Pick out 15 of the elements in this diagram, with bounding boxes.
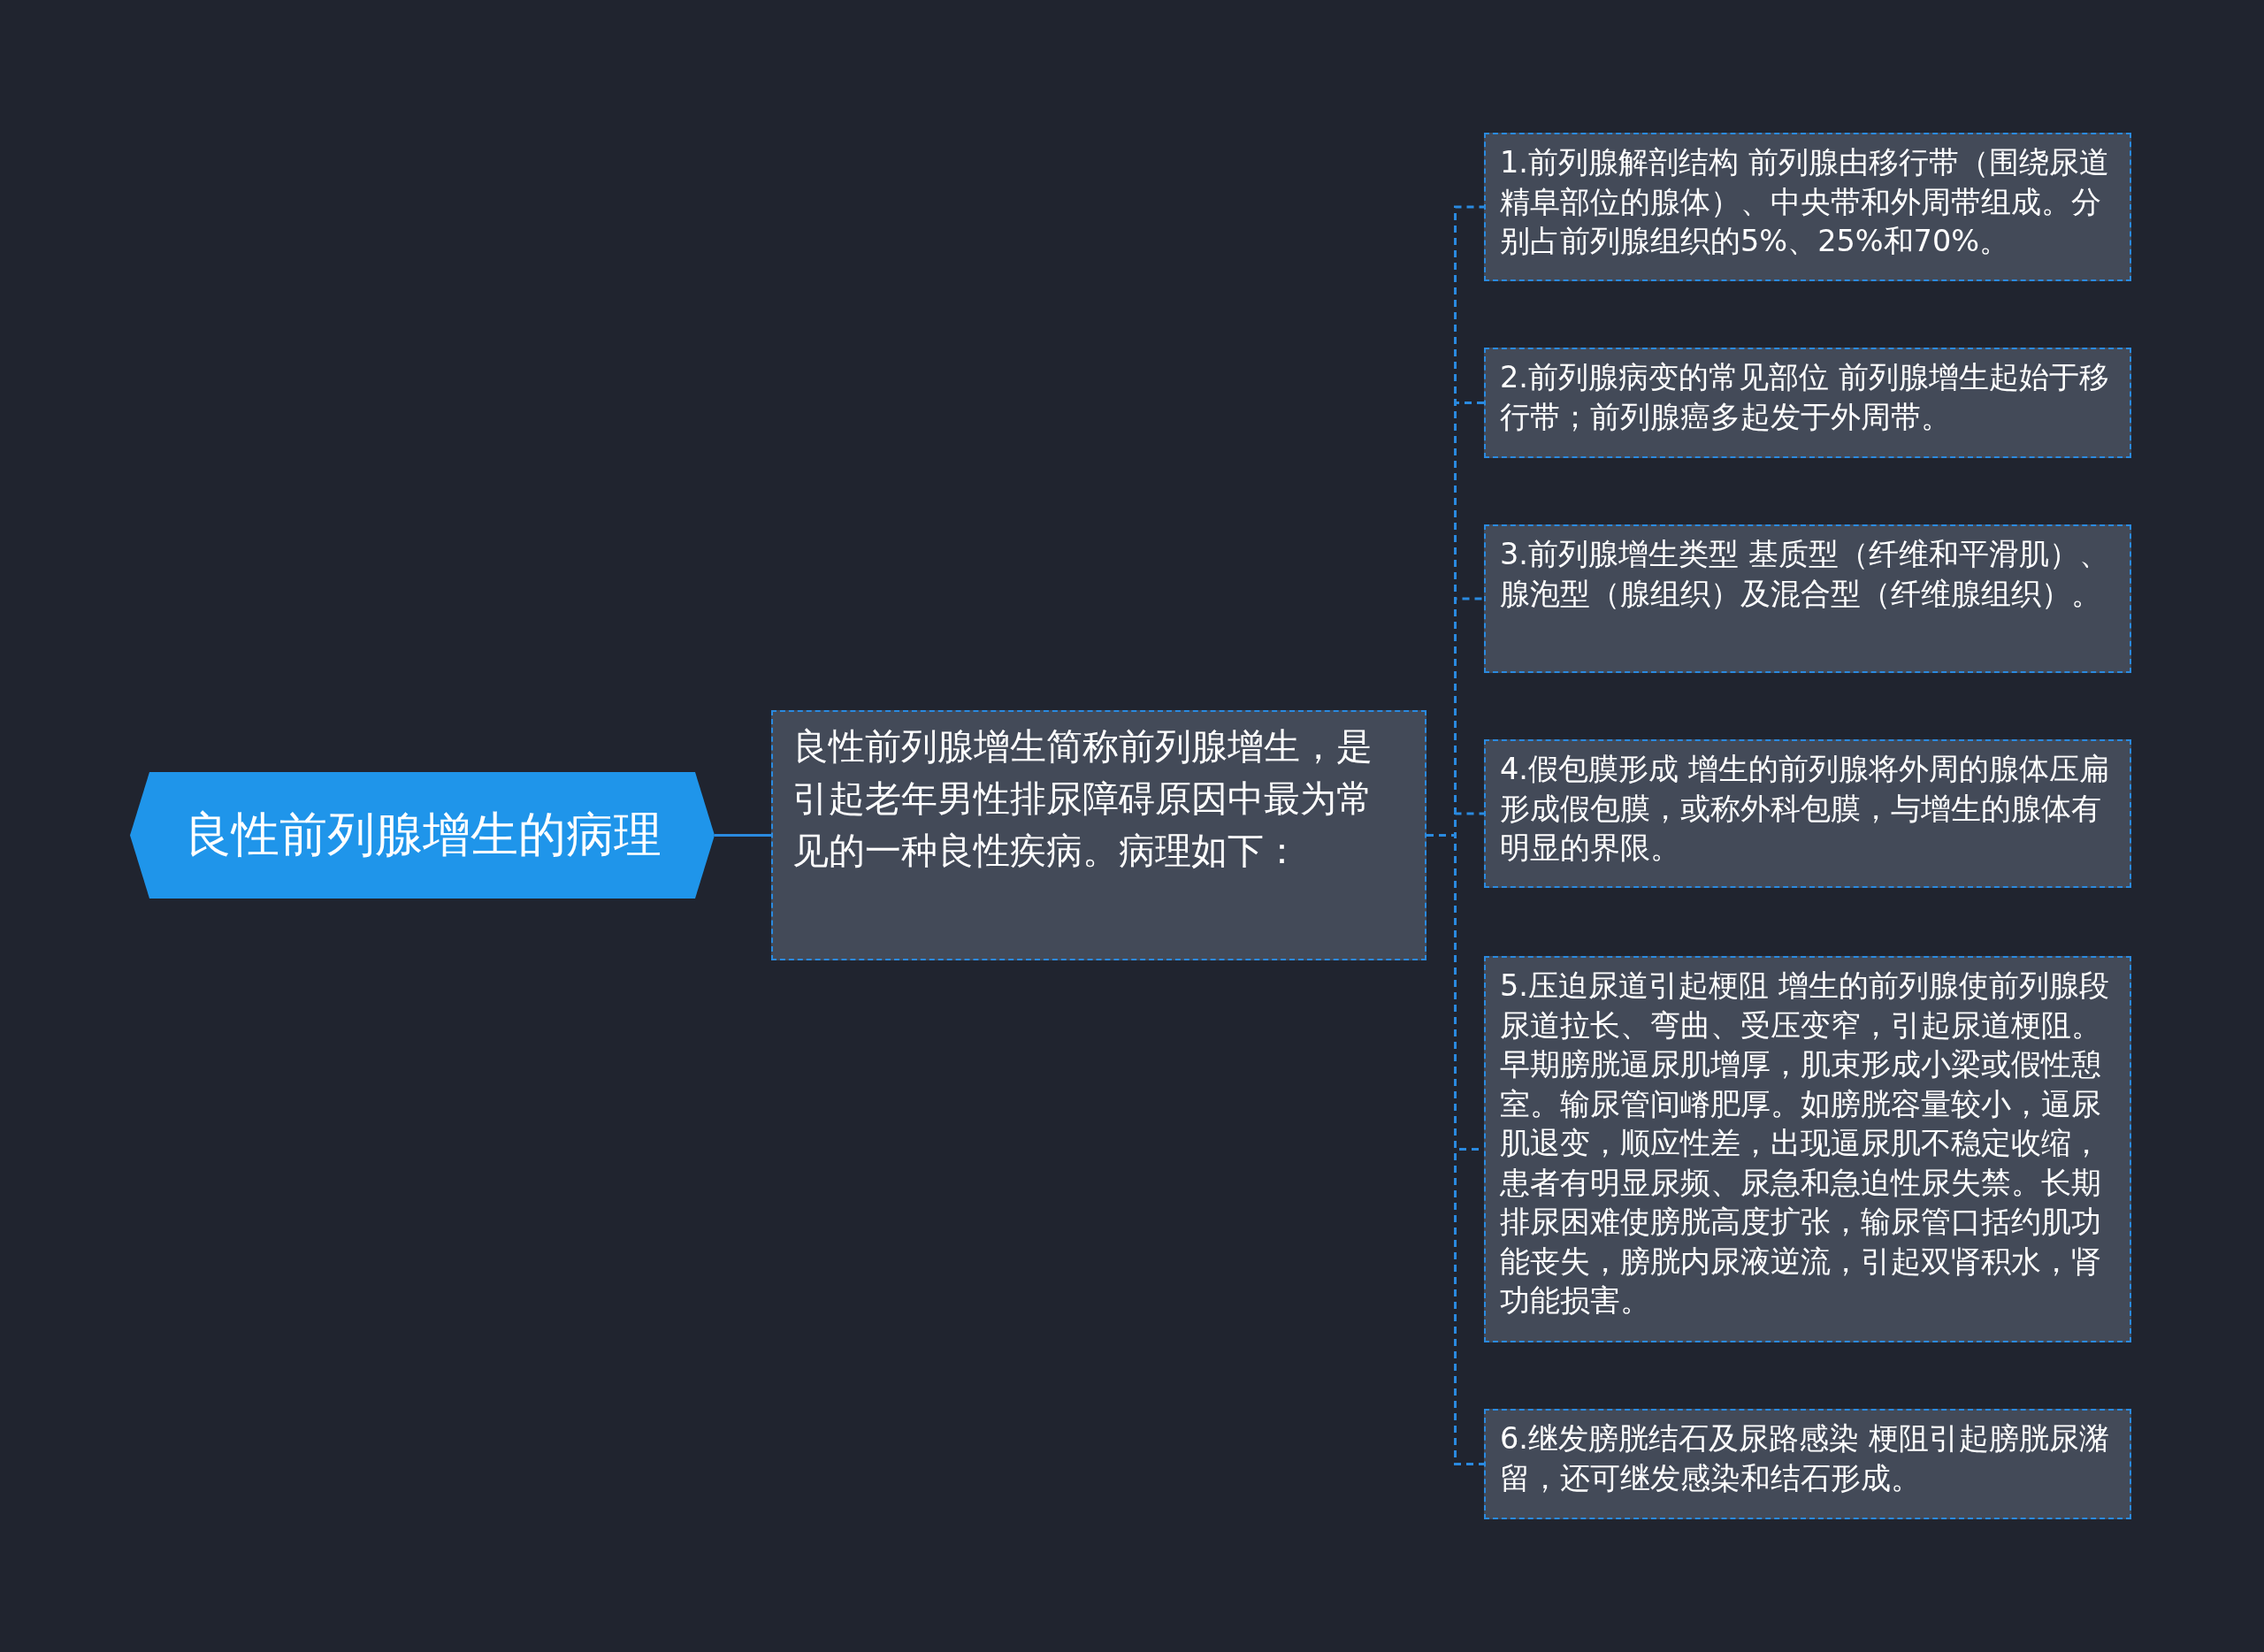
text-box [1484, 1409, 2131, 1519]
node-text: 1.前列腺解剖结构 前列腺由移行带（围绕尿道精阜部位的腺体）、中央带和外周带组成。分别占前列腺组织的5%、25%和70%。 [1500, 144, 2110, 260]
node-text: 良性前列腺增生简称前列腺增生，是引起老年男性排尿障碍原因中最为常见的一种良性疾病。病理如下： [792, 724, 1373, 874]
node-text: 5.压迫尿道引起梗阻 增生的前列腺使前列腺段尿道拉长、弯曲、受压变窄，引起尿道梗阻。早期膀胱逼尿肌增厚，肌束形成小梁或假性憩室。输尿管间嵴肥厚。如膀胱容量较小，逼尿肌退变，顺应性差，出现逼尿肌不稳定收缩，患者有明显尿频、尿急和急迫性尿失禁。长期排尿困难使膀胱高度扩张，输尿管口括约肌功能丧失，膀胱内尿液逆流，引起双肾积水，肾功能损害。 [1500, 967, 2110, 1319]
text-box [771, 710, 1426, 960]
node-text: 2.前列腺病变的常见部位 前列腺增生起始于移行带；前列腺癌多起发于外周带。 [1500, 359, 2110, 436]
text-box [1484, 348, 2131, 458]
text-box [1484, 524, 2131, 673]
node-text: 6.继发膀胱结石及尿路感染 梗阻引起膀胱尿潴留，还可继发感染和结石形成。 [1500, 1420, 2110, 1497]
connector-line [715, 834, 771, 837]
node-text: 3.前列腺增生类型 基质型（纤维和平滑肌）、腺泡型（腺组织）及混合型（纤维腺组织）。 [1500, 536, 2110, 613]
node-text: 4.假包膜形成 增生的前列腺将外周的腺体压扁形成假包膜，或称外科包膜，与增生的腺体有明显的界限。 [1500, 751, 2110, 867]
text-box [1484, 133, 2131, 281]
topic-title: 良性前列腺增生的病理 [183, 806, 662, 864]
text-box [1484, 739, 2131, 888]
